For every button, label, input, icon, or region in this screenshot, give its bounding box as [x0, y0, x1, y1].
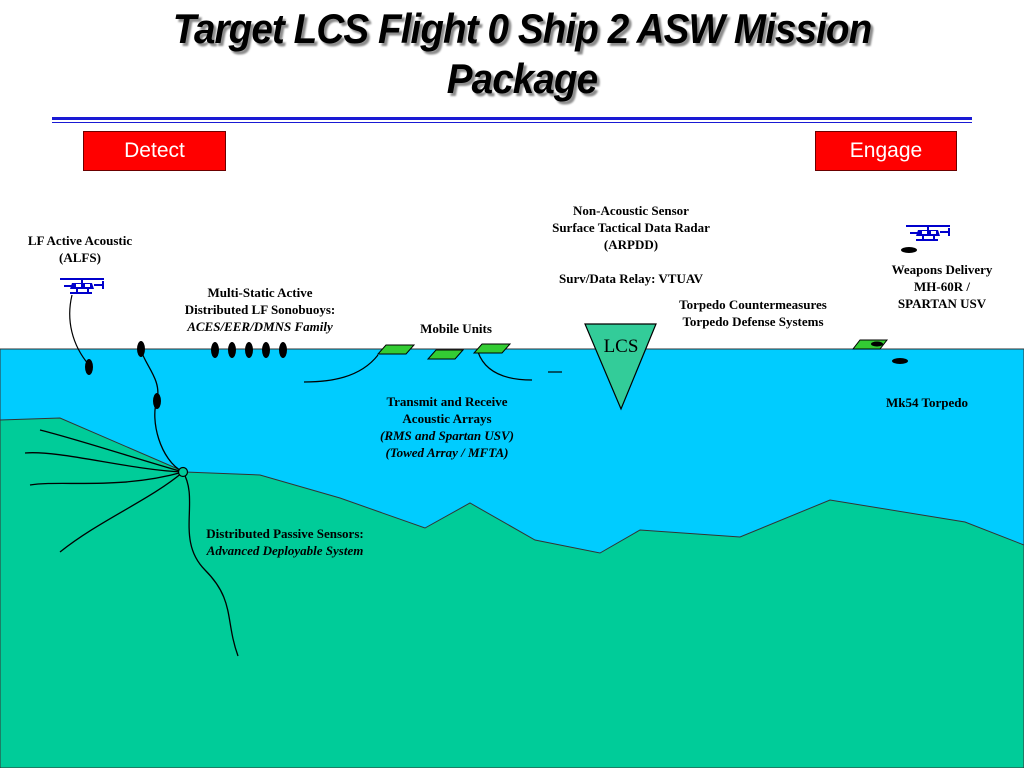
passive-sensors-label: Distributed Passive Sensors: Advanced De…	[206, 526, 364, 558]
mk54-torpedo-label: Mk54 Torpedo	[886, 395, 968, 410]
ship-icon[interactable]	[584, 323, 657, 411]
seabed	[0, 417, 1024, 768]
torpedo-countermeasures-label: Torpedo Countermeasures Torpedo Defense …	[679, 297, 827, 329]
engage-button[interactable]: Engage	[815, 131, 957, 171]
detect-button[interactable]: Detect	[83, 131, 226, 171]
torpedo-icon	[871, 341, 883, 347]
usv-icon	[426, 349, 465, 360]
sonobuoy-label: Multi-Static Active Distributed LF Sonob…	[184, 285, 336, 334]
title-divider-thin	[52, 122, 972, 123]
sensor-node-icon	[177, 466, 189, 478]
sonobuoy-group	[137, 341, 287, 409]
non-acoustic-sensor-label: Non-Acoustic Sensor Surface Tactical Dat…	[552, 203, 710, 252]
torpedo-icon	[901, 247, 917, 253]
sonobuoy-icon	[228, 342, 236, 358]
title-line-1: Target LCS Flight 0 Ship 2 ASW Mission	[172, 5, 872, 52]
sonobuoy-icon	[245, 342, 253, 358]
alfs-label: LF Active Acoustic (ALFS)	[27, 233, 133, 265]
usv-icon	[472, 343, 512, 354]
weapons-delivery-label: Weapons Delivery MH-60R / SPARTAN USV	[891, 262, 993, 311]
sonobuoy-icon	[262, 342, 270, 358]
mobile-units-label: Mobile Units	[420, 321, 492, 336]
helicopter-icon	[906, 225, 950, 241]
helicopter-icon	[60, 278, 104, 294]
alfs-cable	[69, 294, 90, 366]
title-divider	[52, 117, 972, 120]
title-line-2: Package	[446, 55, 598, 102]
usv-icon	[376, 344, 416, 355]
lcs-label: LCS	[603, 336, 639, 357]
data-relay-label: Surv/Data Relay: VTUAV	[559, 271, 703, 286]
mobile-units	[303, 343, 562, 383]
acoustic-arrays-label: Transmit and Receive Acoustic Arrays (RM…	[379, 394, 515, 460]
sonobuoy-icon	[279, 342, 287, 358]
torpedo-icon	[892, 358, 908, 364]
sonobuoy-icon	[211, 342, 219, 358]
sonar-transducer-icon	[85, 359, 93, 375]
page-title: Target LCS Flight 0 Ship 2 ASW Mission P…	[145, 4, 899, 104]
sonobuoy-icon	[153, 393, 161, 409]
sonobuoy-icon	[137, 341, 145, 357]
passive-sensor-cables	[24, 349, 239, 657]
